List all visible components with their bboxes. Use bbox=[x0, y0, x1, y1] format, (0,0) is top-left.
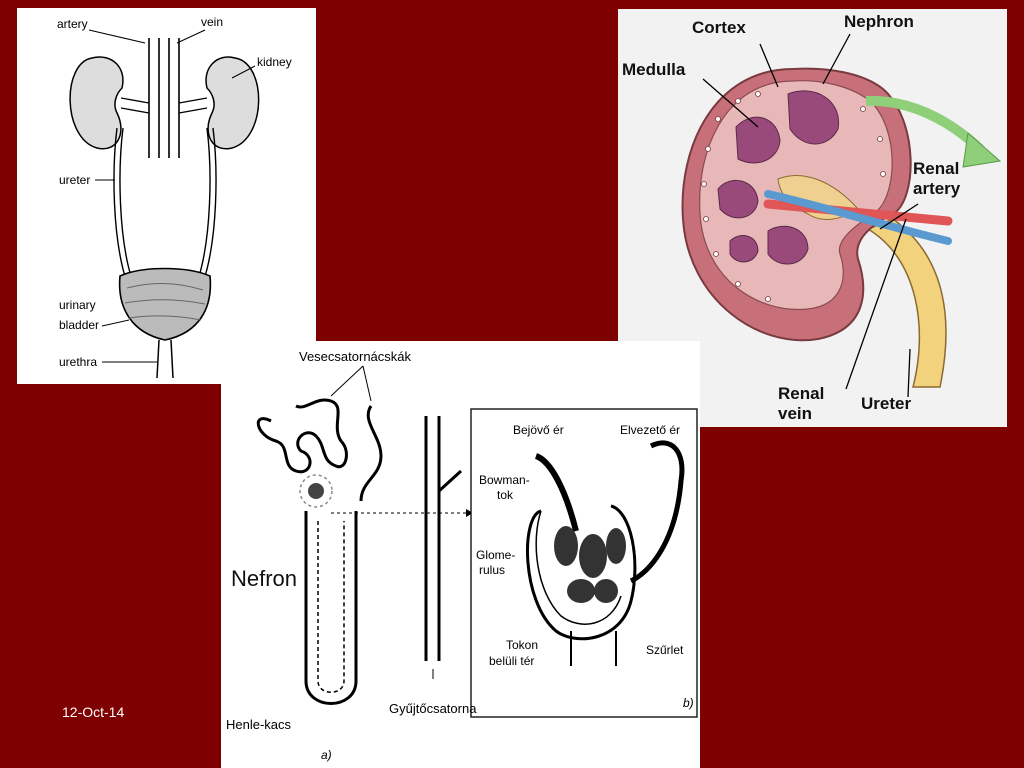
nephron-drawing: Vesecsatornácskák Nefron Henle-kacs Gyűj… bbox=[226, 349, 698, 762]
label-ureter: ureter bbox=[59, 173, 90, 187]
label-elvezeto-er: Elvezető ér bbox=[620, 423, 680, 437]
label-bowman-line2: tok bbox=[497, 488, 514, 502]
kidney-cross-section-diagram: Cortex Nephron Medulla Renal artery Rena… bbox=[618, 9, 1007, 427]
label-nefron: Nefron bbox=[231, 566, 297, 591]
urinary-system-drawing: artery vein kidney ureter urinary bladde… bbox=[57, 15, 292, 379]
label-urethra: urethra bbox=[59, 355, 97, 369]
label-glomerulus-line2: rulus bbox=[479, 563, 505, 577]
bowman-capsule bbox=[526, 504, 637, 641]
right-ureter bbox=[196, 127, 217, 284]
convoluted-tubule bbox=[256, 398, 348, 474]
label-henle-kacs: Henle-kacs bbox=[226, 717, 292, 732]
label-szurlet: Szűrlet bbox=[646, 643, 684, 657]
label-renal-artery-line2: artery bbox=[913, 179, 961, 198]
label-bowman-line1: Bowman- bbox=[479, 473, 530, 487]
label-ureter: Ureter bbox=[861, 394, 911, 413]
urinary-system-diagram: artery vein kidney ureter urinary bladde… bbox=[17, 8, 316, 384]
glomerulus-highlight bbox=[299, 474, 333, 508]
label-part-a: a) bbox=[321, 748, 332, 762]
right-kidney bbox=[205, 56, 260, 150]
collecting-duct bbox=[424, 416, 441, 661]
glomerulus-capillaries bbox=[554, 526, 626, 603]
urethra bbox=[156, 339, 174, 379]
label-renal-vein-line2: vein bbox=[778, 404, 812, 423]
label-renal-artery-line1: Renal bbox=[913, 159, 959, 178]
label-kidney: kidney bbox=[257, 55, 292, 69]
label-medulla: Medulla bbox=[622, 60, 686, 79]
label-nephron: Nephron bbox=[844, 12, 914, 31]
label-renal-vein-line1: Renal bbox=[778, 384, 824, 403]
label-bladder: bladder bbox=[59, 318, 99, 332]
ureter-tube bbox=[866, 218, 947, 388]
left-kidney bbox=[69, 56, 124, 150]
glomerulus-small bbox=[308, 483, 324, 499]
slide-date: 12-Oct-14 bbox=[62, 704, 125, 720]
left-ureter bbox=[113, 127, 134, 284]
label-vesecsatornacskak: Vesecsatornácskák bbox=[299, 349, 412, 364]
label-cortex: Cortex bbox=[692, 18, 746, 37]
medulla-pyramids bbox=[717, 90, 839, 265]
efferent-vessel bbox=[629, 440, 685, 584]
label-glomerulus-line1: Glome- bbox=[476, 548, 515, 562]
label-tokon-line1: Tokon bbox=[506, 638, 538, 652]
label-vein: vein bbox=[201, 15, 223, 29]
label-artery: artery bbox=[57, 17, 88, 31]
urinary-bladder bbox=[118, 267, 212, 341]
label-bejovo-er: Bejövő ér bbox=[513, 423, 564, 437]
label-gyujtocsatorna: Gyűjtőcsatorna bbox=[389, 701, 477, 716]
nephron-diagram: Vesecsatornácskák Nefron Henle-kacs Gyűj… bbox=[221, 341, 700, 768]
label-part-b: b) bbox=[683, 696, 694, 710]
kidney-cross-section-drawing: Cortex Nephron Medulla Renal artery Rena… bbox=[622, 12, 1002, 423]
renal-vein bbox=[764, 190, 952, 245]
label-tokon-line2: belüli tér bbox=[489, 654, 534, 668]
henle-loop bbox=[304, 511, 358, 705]
afferent-vessel bbox=[534, 453, 579, 532]
label-urinary: urinary bbox=[59, 298, 96, 312]
